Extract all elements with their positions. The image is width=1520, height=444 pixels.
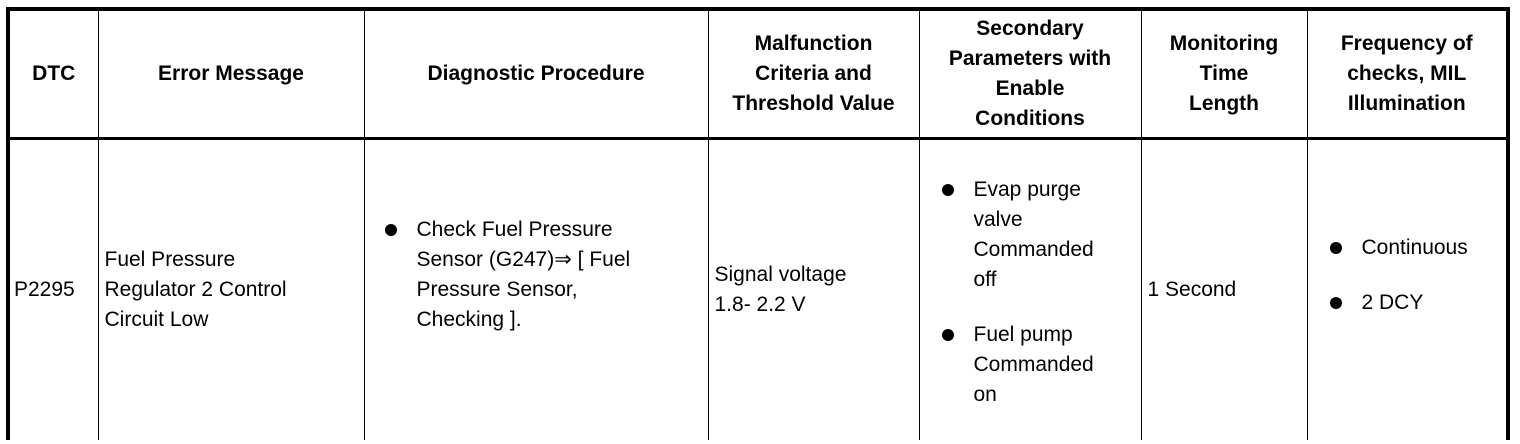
header-line: Monitoring [1169, 32, 1279, 55]
procedure-line: Checking ]. [416, 308, 522, 331]
cell-malfunction-criteria: Signal voltage 1.8- 2.2 V [707, 138, 920, 440]
header-line: Parameters with [948, 47, 1112, 70]
error-line: Regulator 2 Control [104, 278, 287, 301]
header-line: checks, MIL [1347, 62, 1467, 85]
frequency-value: Continuous [1361, 235, 1468, 259]
header-line: Length [1189, 92, 1259, 115]
table-row: P2295 Fuel Pressure Regulator 2 Control … [7, 138, 1509, 440]
list-item: Continuous [1308, 233, 1507, 263]
dtc-table-container: DTC Error Message Diagnostic Procedure M… [6, 7, 1510, 440]
header-line: Conditions [975, 107, 1085, 130]
header-row: DTC Error Message Diagnostic Procedure M… [7, 8, 1509, 140]
condition-line: off [973, 267, 997, 291]
error-line: Circuit Low [104, 308, 209, 331]
condition-line: Evap purge [973, 177, 1081, 201]
secondary-list: Evap purge valve Commanded off Fuel pump… [920, 175, 1141, 410]
header-monitoring-time: Monitoring Time Length [1140, 8, 1308, 140]
bullet-icon [941, 183, 954, 196]
procedure-line: Pressure Sensor, [416, 278, 578, 301]
frequency-list: Continuous 2 DCY [1308, 233, 1507, 318]
header-line: Frequency of [1340, 32, 1473, 55]
procedure-list: Check Fuel Pressure Sensor (G247)⇒ [ Fue… [365, 215, 708, 335]
cell-diagnostic-procedure: Check Fuel Pressure Sensor (G247)⇒ [ Fue… [363, 138, 709, 440]
header-diagnostic-procedure: Diagnostic Procedure [363, 8, 709, 140]
monitoring-time: 1 Second [1147, 278, 1237, 301]
header-secondary-parameters: Secondary Parameters with Enable Conditi… [918, 8, 1142, 140]
header-error-message: Error Message [97, 8, 365, 140]
list-item: Fuel pump Commanded on [920, 320, 1141, 410]
procedure-line: Check Fuel Pressure [416, 218, 613, 241]
header-frequency: Frequency of checks, MIL Illumination [1306, 8, 1509, 140]
header-malfunction-criteria: Malfunction Criteria and Threshold Value [707, 8, 920, 140]
cell-secondary-parameters: Evap purge valve Commanded off Fuel pump… [918, 138, 1142, 440]
header-line: Malfunction [754, 32, 873, 55]
cell-frequency: Continuous 2 DCY [1306, 138, 1509, 440]
list-item: Evap purge valve Commanded off [920, 175, 1141, 295]
condition-line: valve [973, 207, 1023, 231]
cell-dtc-code: P2295 [7, 138, 99, 440]
header-line: Threshold Value [732, 92, 895, 115]
error-line: Fuel Pressure [104, 248, 236, 271]
cell-monitoring-time: 1 Second [1140, 138, 1308, 440]
bullet-icon [1329, 241, 1342, 254]
header-line: Enable [995, 77, 1065, 100]
condition-line: Commanded [973, 237, 1094, 261]
condition-line: Commanded [973, 352, 1094, 376]
criteria-line: Signal voltage [714, 263, 847, 286]
bullet-icon [941, 328, 954, 341]
list-item: 2 DCY [1308, 288, 1507, 318]
header-dtc: DTC [7, 8, 99, 140]
condition-line: Fuel pump [973, 322, 1073, 346]
header-line: Criteria and [755, 62, 872, 85]
header-line: Illumination [1347, 92, 1466, 115]
condition-line: on [973, 382, 997, 406]
criteria-line: 1.8- 2.2 V [714, 293, 806, 316]
header-line: Secondary [976, 17, 1084, 40]
bullet-icon [384, 224, 397, 236]
procedure-line: Sensor (G247)⇒ [ Fuel [416, 248, 631, 271]
list-item: Check Fuel Pressure Sensor (G247)⇒ [ Fue… [365, 215, 708, 335]
bullet-icon [1329, 296, 1342, 309]
header-line: Time [1199, 62, 1249, 85]
dtc-table: DTC Error Message Diagnostic Procedure M… [6, 7, 1510, 440]
cell-error-message: Fuel Pressure Regulator 2 Control Circui… [97, 138, 365, 440]
dtc-code: P2295 [14, 278, 75, 301]
frequency-value: 2 DCY [1361, 290, 1424, 314]
